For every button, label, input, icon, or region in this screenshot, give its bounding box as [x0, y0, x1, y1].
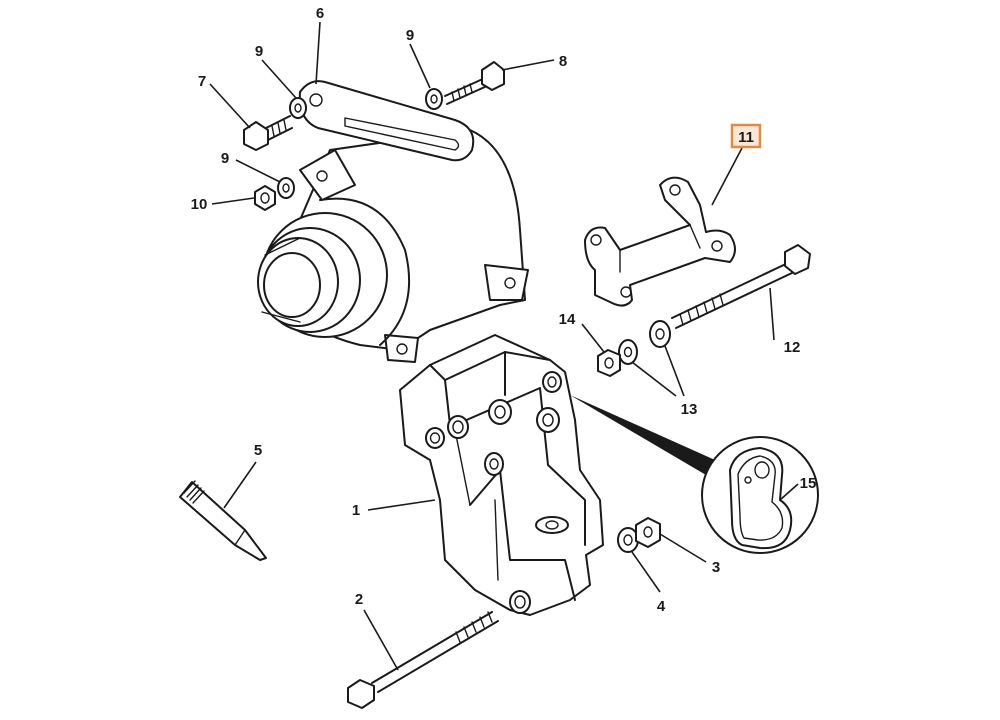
long-bolt-2: [347, 611, 499, 709]
washer-9a: [289, 97, 307, 119]
bracket-11: [584, 176, 736, 307]
projection-wedge: [570, 395, 715, 475]
leader-lines: [209, 21, 799, 671]
washer-13-left: [618, 339, 638, 365]
callout-11: 11: [738, 129, 754, 146]
highlight-box-11: [730, 123, 762, 149]
callout-15: 15: [800, 475, 817, 492]
nut-10: [254, 185, 276, 211]
washer-9c: [277, 177, 295, 199]
bolt-7: [243, 115, 293, 151]
callout-14: 14: [559, 311, 576, 328]
callout-2: 2: [355, 591, 363, 608]
long-bolt-12: [671, 244, 811, 329]
callout-5: 5: [254, 442, 262, 459]
callout-12: 12: [784, 339, 801, 356]
callout-8: 8: [559, 53, 567, 70]
nut-14: [597, 349, 621, 377]
adjusting-strap: [298, 80, 475, 162]
callout-9-top-left: 9: [255, 43, 263, 60]
callout-9-mid: 9: [221, 150, 229, 167]
alternator: [257, 129, 529, 363]
washer-9b: [425, 88, 443, 110]
callout-6: 6: [316, 5, 324, 22]
main-bracket-1: [399, 334, 604, 616]
callout-7: 7: [198, 73, 206, 90]
nut-3: [635, 517, 661, 548]
callout-4: 4: [657, 598, 666, 615]
callout-3: 3: [712, 559, 720, 576]
callout-9-top: 9: [406, 27, 414, 44]
callout-1: 1: [352, 502, 360, 519]
bolt-8: [444, 61, 505, 105]
callout-10: 10: [191, 196, 208, 213]
gasket-15: [729, 447, 793, 550]
detail-view: [570, 395, 819, 554]
callout-labels: 6 9 9 8 7 9 10 11 12 14 13 15 1 5 2 3 4: [191, 5, 817, 615]
washer-13-right: [649, 320, 671, 348]
callout-13: 13: [681, 401, 698, 418]
sealant-tube-5: [179, 480, 267, 561]
washer-4: [617, 527, 639, 553]
